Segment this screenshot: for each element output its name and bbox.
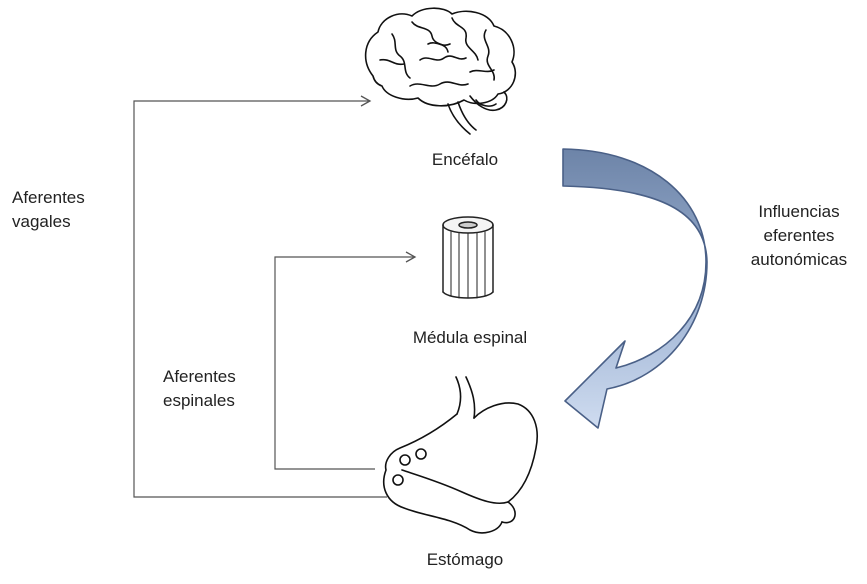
spinal-afferents-label: Aferentes espinales [163, 365, 236, 413]
spinal-cord-label: Médula espinal [412, 328, 528, 347]
stomach-icon [382, 376, 538, 534]
vagal-afferents-line2: vagales [12, 212, 71, 231]
autonomic-efferents-line3: autonómicas [750, 250, 848, 269]
spinal-afferents-line1: Aferentes [163, 367, 236, 386]
vagal-afferents-line1: Aferentes [12, 188, 85, 207]
spinal-afferent-path [274, 251, 417, 470]
stomach-label: Estómago [426, 550, 504, 569]
spinal-afferents-line2: espinales [163, 391, 235, 410]
autonomic-efferent-arrow [562, 148, 708, 429]
brain-icon [364, 7, 517, 135]
autonomic-efferents-line2: eferentes [763, 226, 835, 245]
autonomic-efferents-line1: Influencias [758, 202, 840, 221]
brain-label: Encéfalo [431, 150, 499, 169]
vagal-afferent-path [133, 95, 387, 498]
vagal-afferents-label: Aferentes vagales [12, 186, 85, 234]
spinal-cord-icon [442, 216, 494, 299]
autonomic-efferents-label: Influencias eferentes autonómicas [735, 200, 863, 272]
